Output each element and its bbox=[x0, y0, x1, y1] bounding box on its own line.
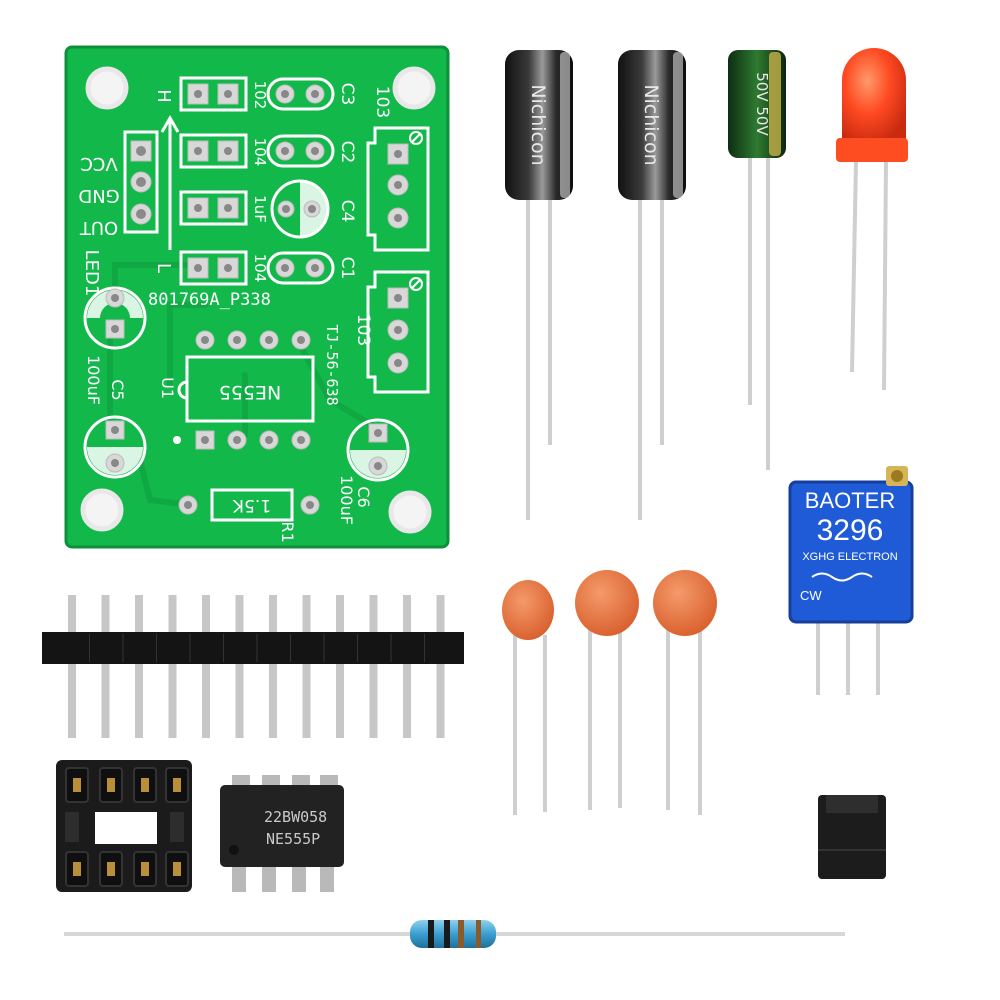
trimmer-potentiometer: BAOTER 3296 XGHG ELECTRON CW bbox=[788, 466, 914, 695]
c4-label: C4 bbox=[337, 200, 357, 223]
value-104b-label: 104 bbox=[251, 254, 269, 283]
led1-label: LED1 bbox=[81, 250, 102, 297]
header-pin bbox=[436, 595, 445, 635]
c6-value-label: 100uF bbox=[337, 475, 356, 525]
pot-brand: BAOTER bbox=[805, 488, 895, 513]
axial-resistor bbox=[64, 920, 845, 948]
pad-pair-104b bbox=[179, 250, 248, 286]
out-label: OUT bbox=[79, 217, 118, 238]
ceramic-capacitor-1 bbox=[502, 580, 554, 815]
header-plastic-body bbox=[42, 632, 464, 664]
header-pin-lead bbox=[235, 660, 244, 738]
c3-label: C3 bbox=[337, 83, 357, 106]
u1-label: U1 bbox=[158, 377, 177, 399]
arrow-up-icon bbox=[160, 114, 180, 250]
mounting-holes bbox=[80, 66, 436, 534]
pot-rotation: CW bbox=[800, 588, 822, 603]
electrolytic-capacitor-small: 50V 50V bbox=[728, 50, 786, 470]
ic-marking-line2: NE555P bbox=[266, 830, 320, 848]
value-104a-label: 104 bbox=[251, 138, 269, 167]
header-pin bbox=[135, 595, 143, 635]
r1-value-label: 1.5K bbox=[232, 495, 271, 515]
header-pin bbox=[369, 595, 378, 635]
header-pin-lead bbox=[269, 660, 277, 738]
gnd-label: GND bbox=[78, 185, 119, 206]
cap1-text: Nichicon bbox=[527, 84, 549, 165]
value-1uf-label: 1uF bbox=[251, 195, 269, 223]
r1-label: R1 bbox=[278, 521, 297, 542]
ne555-footprint-label: NE555 bbox=[219, 381, 281, 403]
ic-marking-line1: 22BW058 bbox=[264, 808, 327, 826]
header-pin bbox=[202, 595, 210, 635]
c5-value-label: 100uF bbox=[84, 355, 103, 405]
c5-footprint bbox=[83, 415, 147, 479]
value-102-label: 102 bbox=[251, 81, 269, 110]
header-pin-lead bbox=[436, 660, 445, 738]
board-code-label: TJ-56-638 bbox=[323, 324, 341, 405]
header-pin-lead bbox=[302, 660, 311, 738]
electrolytic-capacitor-2: Nichicon bbox=[618, 50, 686, 520]
pot-top-label: 103 bbox=[372, 86, 392, 118]
jumper-cap bbox=[818, 795, 886, 879]
c6-footprint bbox=[346, 418, 410, 482]
pot-maker: XGHG ELECTRON bbox=[802, 551, 897, 563]
c1-label: C1 bbox=[337, 257, 357, 280]
c2-footprint bbox=[266, 134, 335, 168]
ic-footprint-u1 bbox=[173, 330, 315, 450]
header-pin bbox=[336, 595, 344, 635]
c1-footprint bbox=[266, 251, 335, 285]
pad-pair-104a bbox=[179, 133, 248, 169]
pot-model: 3296 bbox=[817, 514, 884, 547]
pad-pair-1uf bbox=[179, 190, 248, 226]
h-label: H bbox=[153, 89, 174, 103]
pin-header-strip bbox=[42, 595, 464, 738]
vcc-label: VCC bbox=[80, 153, 117, 174]
header-pin-lead bbox=[369, 660, 378, 738]
pcb-traces bbox=[107, 262, 383, 508]
l-label: L bbox=[153, 263, 174, 273]
ceramic-capacitor-2 bbox=[575, 570, 639, 810]
header-pin-lead bbox=[101, 660, 110, 738]
ceramic-capacitor-3 bbox=[653, 570, 717, 815]
header-pin-lead bbox=[68, 660, 76, 738]
cap3-text: 50V 50V bbox=[753, 72, 771, 136]
header-pin bbox=[235, 595, 244, 635]
header-pin bbox=[403, 595, 411, 635]
dip8-socket bbox=[56, 760, 192, 892]
header-pin bbox=[68, 595, 76, 635]
header-pin-lead bbox=[336, 660, 344, 738]
c6-label: C6 bbox=[354, 486, 373, 507]
header-pin bbox=[269, 595, 277, 635]
led1-footprint bbox=[83, 286, 147, 350]
red-led bbox=[836, 48, 908, 391]
header-pin-lead bbox=[202, 660, 210, 738]
c3-footprint bbox=[266, 77, 335, 111]
electrolytic-capacitor-1: Nichicon bbox=[505, 50, 573, 520]
part-number-label: 801769A_P338 bbox=[148, 290, 271, 310]
c4-footprint bbox=[270, 179, 330, 239]
header-pin-lead bbox=[403, 660, 411, 738]
header-pads bbox=[130, 140, 152, 225]
pcb-substrate bbox=[66, 47, 448, 547]
pot-footprint-top bbox=[366, 126, 430, 252]
header-pin bbox=[168, 595, 177, 635]
pot-footprint-bottom bbox=[366, 270, 430, 394]
pad-pair-102 bbox=[179, 76, 248, 112]
ne555-ic-chip: 22BW058 NE555P bbox=[220, 775, 344, 892]
header-pin bbox=[101, 595, 110, 635]
pot-bottom-label: 103 bbox=[353, 314, 373, 346]
header-pin-lead bbox=[168, 660, 177, 738]
c5-label: C5 bbox=[108, 379, 127, 400]
cap2-text: Nichicon bbox=[640, 84, 662, 165]
pcb-board: VCC GND OUT H L 102 104 bbox=[64, 45, 450, 549]
header-pin bbox=[302, 595, 311, 635]
r1-footprint bbox=[178, 488, 320, 522]
header-pin-lead bbox=[135, 660, 143, 738]
c2-label: C2 bbox=[337, 141, 357, 164]
